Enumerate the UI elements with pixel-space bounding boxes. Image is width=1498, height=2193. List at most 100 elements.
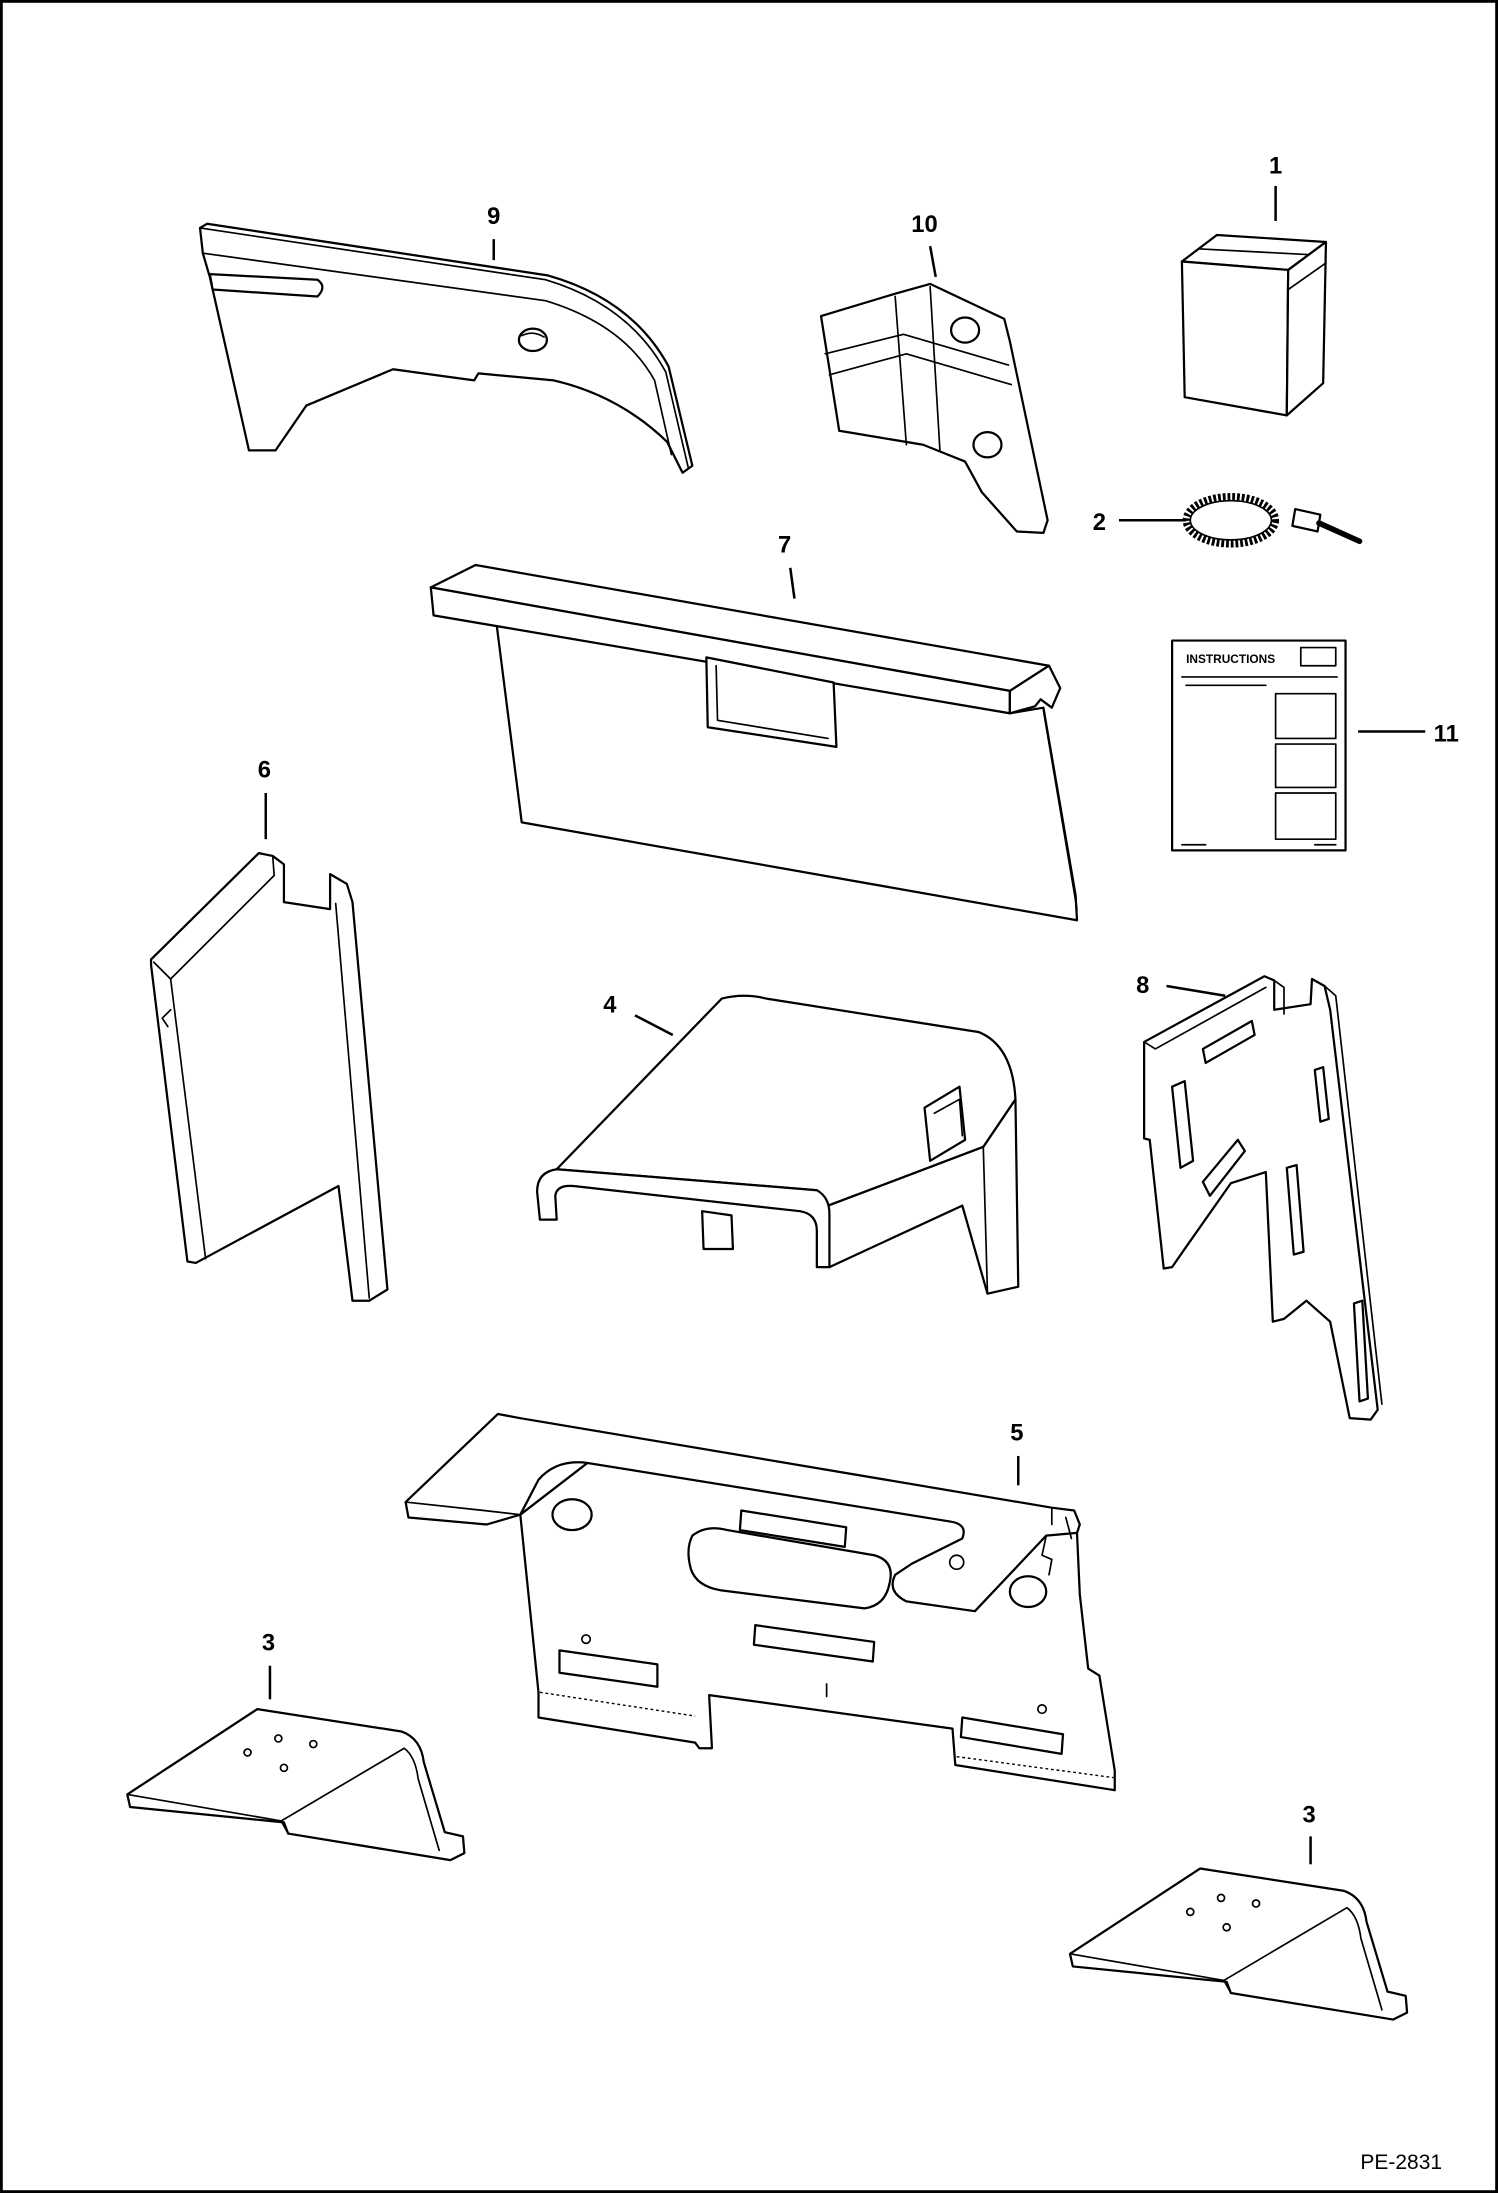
- part-4-center-leg: [701, 1210, 735, 1251]
- part-5-plug-right: [1008, 1575, 1048, 1609]
- part-11-figure-3: [1274, 792, 1337, 840]
- part-6-top-bevel: [153, 855, 275, 980]
- part-9-hole: [517, 327, 549, 353]
- part-9-slot: [208, 273, 324, 298]
- part-8-slot-f: [1352, 1299, 1370, 1403]
- leader-10: [928, 245, 937, 278]
- callout-11: 11: [1434, 720, 1459, 747]
- part-1-front-face: [1180, 260, 1290, 417]
- part-5-slot-right: [959, 1716, 1065, 1755]
- part-7-window-inner: [715, 664, 829, 740]
- leader-7: [789, 567, 796, 599]
- part-11-instructions-sheet: INSTRUCTIONS: [1170, 639, 1347, 852]
- callout-4: 4: [603, 992, 617, 1019]
- part-3-edges: [1069, 1906, 1383, 2011]
- part-7-clip: [1008, 664, 1062, 715]
- part-3-hole-1: [1216, 1893, 1226, 1903]
- part-10-band-top: [824, 333, 1010, 366]
- part-4-front-lip: [535, 1168, 831, 1269]
- part-11-heading-box: [1299, 646, 1337, 667]
- part-5-base-panel: [404, 1412, 1116, 1792]
- part-11-sheet: [1170, 639, 1347, 852]
- callout-2: 2: [1093, 509, 1106, 536]
- part-4-cover: [535, 994, 1020, 1295]
- part-10-crease: [894, 285, 941, 452]
- callout-7: 7: [778, 531, 791, 558]
- part-5-plug-left: [551, 1498, 593, 1532]
- part-5-slot-upper: [738, 1509, 848, 1548]
- part-3-edges: [126, 1747, 441, 1852]
- callout-3-right: 3: [1303, 1801, 1316, 1828]
- part-3-hole-4: [279, 1763, 289, 1773]
- part-1-band: [1199, 248, 1327, 291]
- part-3-outline: [1068, 1867, 1409, 2021]
- part-8-slot-a: [1201, 1019, 1256, 1065]
- part-3-hole-3: [243, 1748, 252, 1757]
- part-4-slot-inner: [933, 1098, 964, 1137]
- part-10-outline: [819, 282, 1049, 534]
- part-7-edge: [1042, 709, 1078, 910]
- part-5-hole-c: [1036, 1704, 1048, 1715]
- part-2-tail: [1316, 520, 1363, 545]
- part-5-fold-line-left: [539, 1691, 696, 1717]
- drawing-number: PE-2831: [1360, 2151, 1442, 2174]
- part-9-flange-edge: [199, 227, 689, 468]
- part-8-slot-c: [1313, 1066, 1330, 1123]
- part-7-panel: [429, 563, 1079, 922]
- part-11-heading: INSTRUCTIONS: [1186, 652, 1275, 666]
- part-9-panel: [198, 222, 694, 474]
- part-8-top-edge: [1143, 979, 1383, 1406]
- part-5-top-plate: [404, 1412, 1081, 1613]
- part-3-hole-1: [274, 1734, 283, 1743]
- part-3-hole-2: [1251, 1899, 1261, 1908]
- part-6-notch-edge: [161, 1008, 172, 1028]
- part-8-panel: [1143, 975, 1383, 1421]
- callout-9: 9: [487, 203, 500, 230]
- part-9-hole-depth: [520, 332, 545, 338]
- part-6-right-edge: [334, 902, 371, 1299]
- part-5-plate-edge: [404, 1501, 1073, 1576]
- part-5-hole-b: [948, 1554, 965, 1571]
- part-1-side-face: [1285, 240, 1328, 417]
- part-9-flange-lower: [201, 252, 673, 456]
- part-3-outline: [126, 1707, 466, 1862]
- part-4-side-slot: [923, 1085, 967, 1162]
- part-10-band-bottom: [828, 353, 1013, 386]
- part-3-bracket-right: [1068, 1867, 1409, 2021]
- part-6-panel: [149, 852, 389, 1302]
- callout-6: 6: [258, 757, 271, 784]
- part-8-slot-e: [1285, 1163, 1305, 1256]
- part-11-figure-2: [1274, 743, 1337, 789]
- part-5-slot-left: [558, 1649, 659, 1688]
- part-8-slot-b: [1170, 1079, 1195, 1169]
- part-10-hole-lower: [972, 431, 1003, 459]
- callout-8: 8: [1136, 972, 1149, 999]
- part-6-outline: [149, 852, 389, 1302]
- part-3-bracket-left: [126, 1707, 466, 1862]
- part-3-hole-2: [308, 1739, 318, 1749]
- part-6-left-edge: [169, 978, 207, 1260]
- part-2-head: [1291, 507, 1322, 533]
- part-9-outline: [198, 222, 694, 474]
- part-5-center-cutout: [687, 1527, 892, 1610]
- part-2-loop: [1182, 493, 1280, 548]
- part-11-rule: [1181, 676, 1338, 687]
- leader-4: [634, 1014, 674, 1037]
- part-2-cable-tie: [1182, 493, 1363, 548]
- leader-8: [1166, 984, 1226, 998]
- part-10-corner-piece: [819, 282, 1049, 534]
- part-3-hole-4: [1222, 1922, 1231, 1932]
- callout-10: 10: [911, 211, 937, 238]
- callout-1: 1: [1269, 152, 1282, 179]
- part-4-top-face: [555, 994, 1017, 1207]
- callout-5: 5: [1010, 1420, 1023, 1447]
- part-2-loop-edge: [1189, 499, 1273, 541]
- part-10-hole-upper: [949, 316, 981, 344]
- part-5-slot-center: [752, 1624, 876, 1663]
- part-3-hole-3: [1185, 1907, 1195, 1917]
- part-8-outline: [1143, 975, 1379, 1421]
- part-1-box: [1180, 233, 1328, 417]
- part-5-hole-a: [581, 1634, 592, 1645]
